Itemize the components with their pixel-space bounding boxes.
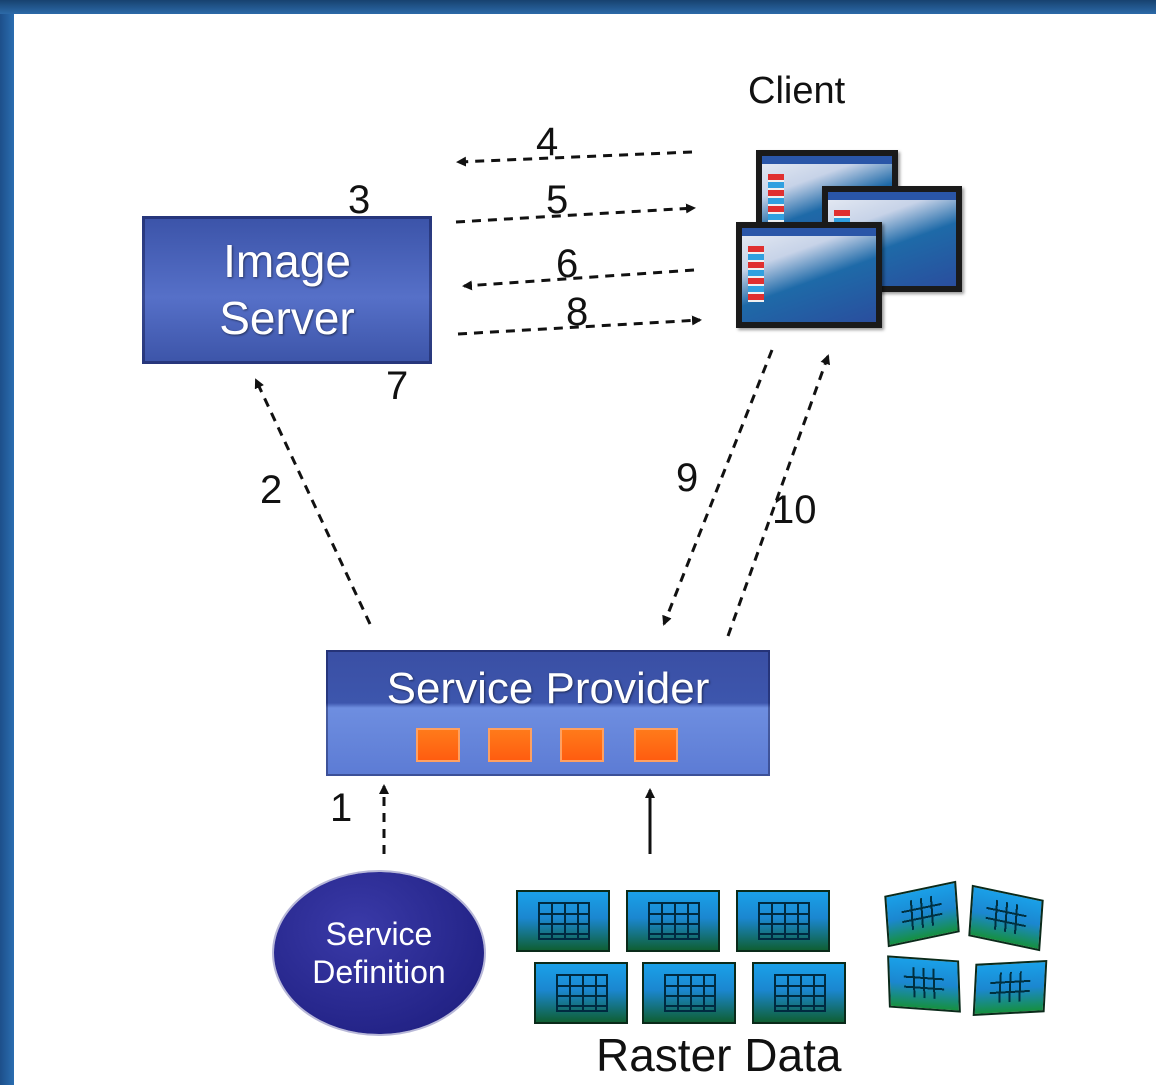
raster-tile-icon: [534, 962, 628, 1024]
raster-tile-icon: [516, 890, 610, 952]
step-6-label: 6: [556, 242, 579, 286]
raster-tile-icon: [752, 962, 846, 1024]
client-monitor-right: [822, 186, 962, 292]
client-monitor-front: [736, 222, 882, 328]
step-10-label: 10: [772, 488, 817, 532]
step-1-label: 1: [330, 786, 353, 830]
arrow-2: [254, 378, 372, 625]
provider-block-icon: [418, 730, 458, 760]
step-9-label: 9: [676, 456, 699, 500]
raster-tile-icon: [626, 890, 720, 952]
provider-block-icon: [562, 730, 602, 760]
step-2-label: 2: [260, 468, 283, 512]
arrow-4: [456, 150, 693, 167]
service-definition-label: Service Definition: [312, 915, 446, 990]
step-7-label: 7: [386, 364, 409, 408]
service-definition-ellipse: Service Definition: [274, 872, 484, 1034]
step-5-label: 5: [546, 178, 569, 222]
arrow-9: [662, 349, 774, 626]
provider-block-icon: [636, 730, 676, 760]
arrow-6: [462, 268, 695, 291]
raster-data-label: Raster Data: [596, 1029, 842, 1081]
arrow-8: [457, 315, 702, 336]
image-server-box: Image Server: [142, 216, 432, 364]
step-4-label: 4: [536, 120, 559, 164]
image-server-label: Image Server: [219, 234, 355, 345]
client-label: Client: [748, 70, 846, 112]
service-provider-box: Service Provider: [326, 650, 770, 776]
raster-tile-icon: [642, 962, 736, 1024]
slide-top-bar: [0, 0, 1156, 14]
arrow-5: [455, 203, 696, 224]
provider-block-icon: [490, 730, 530, 760]
raster-tile-icon: [736, 890, 830, 952]
step-8-label: 8: [566, 290, 589, 334]
service-provider-label: Service Provider: [386, 664, 710, 713]
arrow-10: [726, 354, 831, 637]
step-3-label: 3: [348, 178, 371, 222]
